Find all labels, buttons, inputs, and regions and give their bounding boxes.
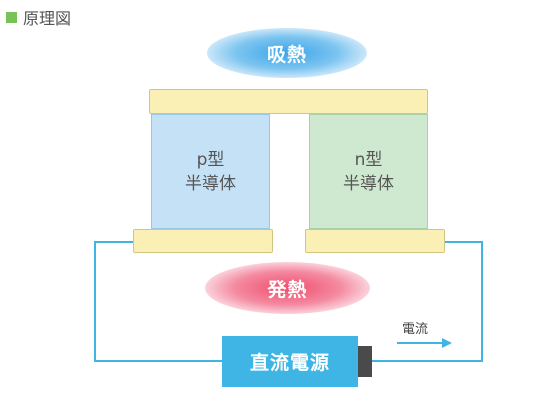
- n-type-semiconductor: n型 半導体: [309, 114, 428, 229]
- heat-release-ellipse: 発熱: [205, 262, 370, 314]
- p-type-label-2: 半導体: [185, 173, 236, 194]
- power-supply-label: 直流電源: [249, 352, 330, 374]
- top-electrode-plate: [149, 89, 428, 114]
- battery-terminal-icon: [358, 346, 372, 377]
- heat-absorb-ellipse: 吸熱: [207, 28, 367, 78]
- bottom-right-electrode-plate: [305, 229, 445, 253]
- current-label: 電流: [402, 322, 429, 337]
- bottom-left-electrode-plate: [133, 229, 273, 253]
- title-text: 原理図: [23, 9, 72, 28]
- heat-release-label: 発熱: [267, 278, 308, 301]
- n-type-label-1: n型: [354, 149, 383, 170]
- diagram-title: 原理図: [6, 6, 71, 28]
- heat-absorb-label: 吸熱: [266, 43, 307, 66]
- n-type-label-2: 半導体: [343, 173, 394, 194]
- p-type-label-1: p型: [196, 149, 225, 170]
- p-type-semiconductor: p型 半導体: [151, 114, 270, 229]
- current-arrow-icon: [397, 338, 452, 348]
- title-square-icon: [6, 11, 17, 23]
- dc-power-supply: 直流電源: [222, 336, 358, 387]
